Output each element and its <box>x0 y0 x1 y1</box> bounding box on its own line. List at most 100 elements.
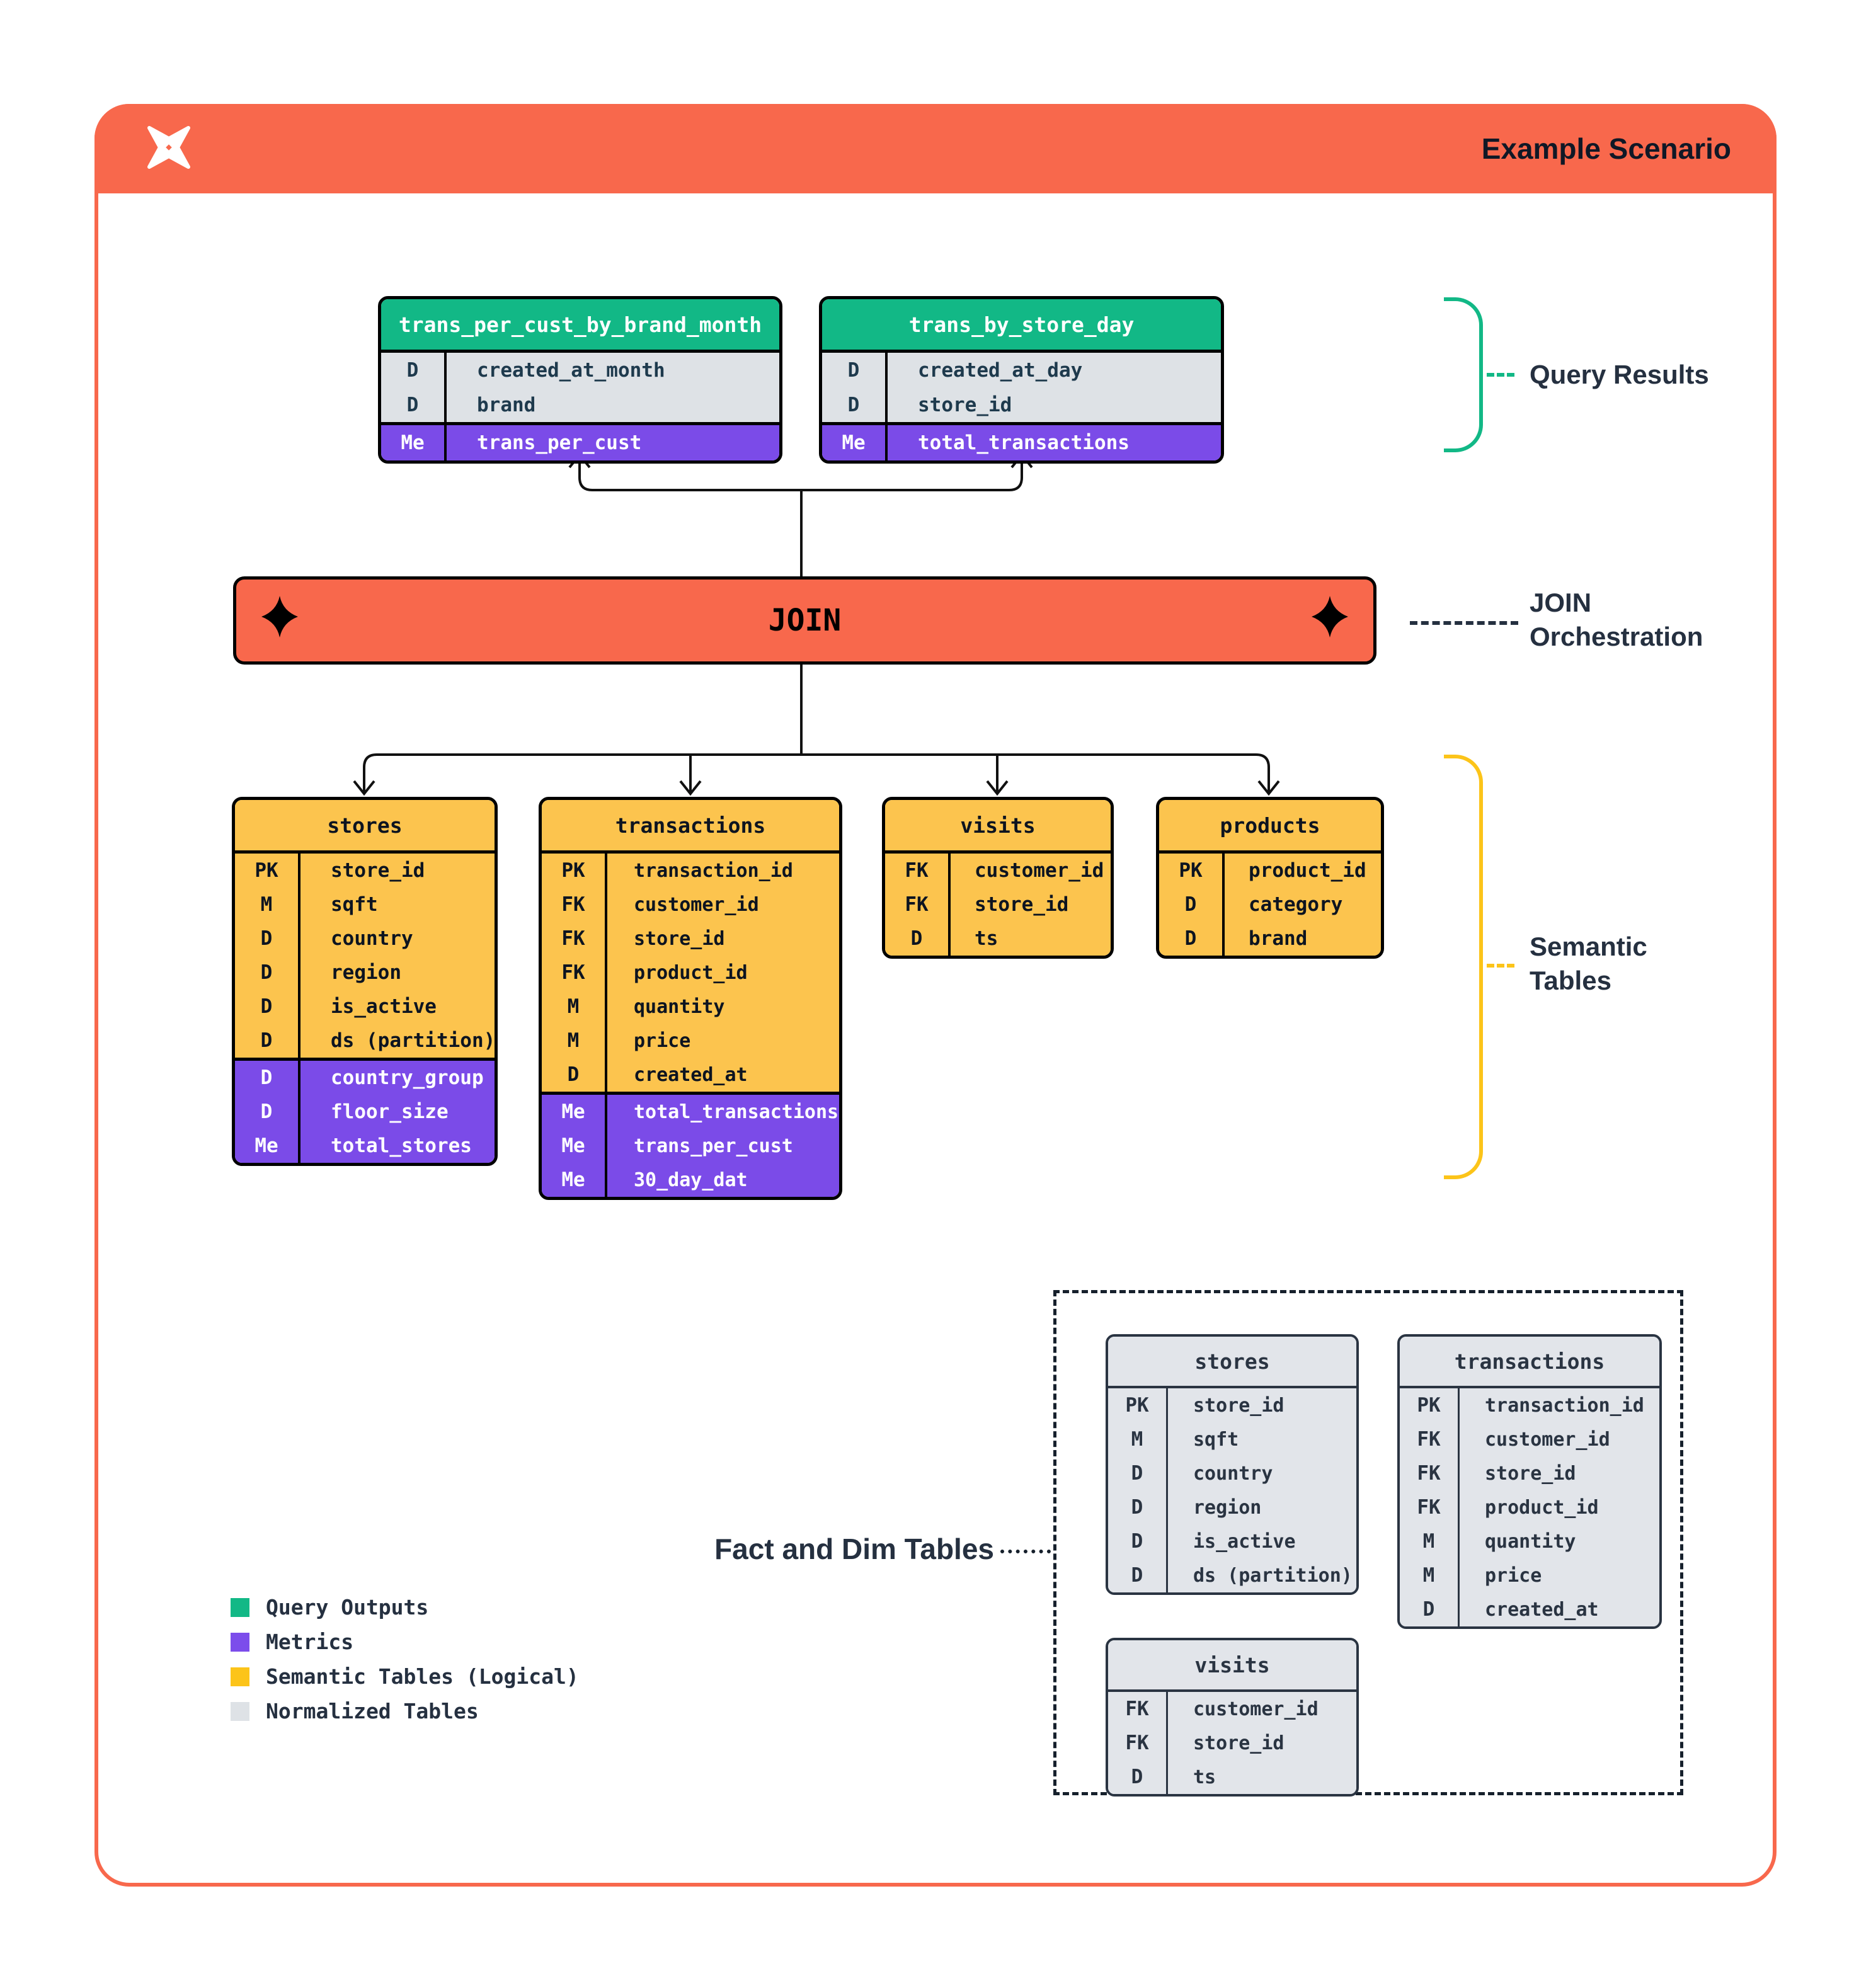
row-field: ds (partition) <box>1193 1564 1353 1587</box>
query-results-connector <box>1487 373 1514 377</box>
row-key: M <box>235 888 300 922</box>
table-header: trans_per_cust_by_brand_month <box>381 299 779 353</box>
row-key: D <box>235 1061 300 1095</box>
table-row: D ts <box>1108 1760 1356 1794</box>
row-field: store_id <box>331 859 425 882</box>
table-row: D created_at_month <box>381 353 779 387</box>
row-key: FK <box>1400 1456 1460 1490</box>
table-row: M price <box>542 1024 839 1058</box>
row-field: customer_id <box>1193 1698 1319 1720</box>
table-row: FK store_id <box>1400 1456 1659 1490</box>
row-key: M <box>1400 1558 1460 1592</box>
table-row: Me 30_day_dat <box>542 1163 839 1197</box>
table-row: PK transaction_id <box>542 854 839 888</box>
row-field: brand <box>477 393 536 416</box>
table-header: stores <box>235 800 495 854</box>
row-key: FK <box>542 922 607 956</box>
table-row: FK product_id <box>1400 1490 1659 1524</box>
table-header: stores <box>1108 1337 1356 1388</box>
row-key: FK <box>1400 1490 1460 1524</box>
row-field: store_id <box>918 393 1012 416</box>
row-field: sqft <box>1193 1428 1239 1451</box>
table-row: M sqft <box>235 888 495 922</box>
row-key: D <box>381 387 447 422</box>
legend: Query Outputs Metrics Semantic Tables (L… <box>231 1590 579 1728</box>
legend-item: Query Outputs <box>231 1590 579 1625</box>
table-row: D country <box>1108 1456 1356 1490</box>
row-key: FK <box>542 956 607 990</box>
row-field: region <box>1193 1496 1262 1519</box>
row-field: created_at <box>634 1063 748 1086</box>
row-key: D <box>381 353 447 387</box>
metric-rows: Me total_transactions <box>822 422 1221 460</box>
row-key: PK <box>1108 1388 1168 1422</box>
row-field: created_at_day <box>918 358 1083 382</box>
row-key: D <box>235 990 300 1024</box>
legend-label: Query Outputs <box>266 1595 429 1620</box>
dimension-rows: D created_at_month D brand <box>381 353 779 422</box>
row-field: country <box>1193 1462 1273 1485</box>
row-key: FK <box>885 854 951 888</box>
table-header: visits <box>1108 1640 1356 1692</box>
table-row: FK store_id <box>542 922 839 956</box>
row-key: D <box>235 922 300 956</box>
row-field: ts <box>975 927 998 950</box>
sparkle-diamond-icon <box>1312 596 1348 645</box>
table-row: M price <box>1400 1558 1659 1592</box>
table-row: PK product_id <box>1159 854 1381 888</box>
card-header: Example Scenario <box>94 104 1777 193</box>
row-field: store_id <box>1485 1462 1576 1485</box>
row-key: D <box>822 353 888 387</box>
row-key: D <box>1159 922 1225 956</box>
row-field: region <box>331 961 401 984</box>
query-result-table-trans-by-store-day: trans_by_store_day D created_at_day D st… <box>819 296 1224 464</box>
row-field: product_id <box>634 961 748 984</box>
table-row: FK store_id <box>885 888 1111 922</box>
row-field: created_at <box>1485 1598 1599 1621</box>
semantic-table-transactions: transactions PK transaction_id FK custom… <box>539 797 842 1200</box>
metric-rows: Me total_transactions Me trans_per_cust … <box>542 1092 839 1197</box>
legend-swatch-icon <box>231 1632 249 1652</box>
semantic-table-visits: visits FK customer_id FK store_id D ts <box>882 797 1114 959</box>
row-field: store_id <box>975 893 1069 916</box>
table-header: visits <box>885 800 1111 854</box>
table-name: visits <box>1194 1652 1270 1677</box>
table-name: products <box>1220 813 1320 838</box>
row-field: total_transactions <box>634 1100 839 1123</box>
table-row: D country_group <box>235 1058 495 1095</box>
legend-swatch-icon <box>231 1667 249 1686</box>
row-field: 30_day_dat <box>634 1168 748 1191</box>
table-row: D store_id <box>822 387 1221 422</box>
table-row: D is_active <box>235 990 495 1024</box>
row-key: Me <box>822 425 888 460</box>
table-row: D created_at <box>542 1058 839 1092</box>
table-row: D ds (partition) <box>1108 1558 1356 1592</box>
page-title: Example Scenario <box>1481 132 1731 165</box>
row-field: total_transactions <box>918 431 1130 454</box>
attribute-rows: PK store_id M sqft D country D region <box>235 854 495 1058</box>
semantic-table-stores: stores PK store_id M sqft D country <box>232 797 498 1166</box>
row-key: FK <box>1108 1726 1168 1760</box>
table-name: stores <box>327 813 403 838</box>
row-field: total_stores <box>331 1134 472 1157</box>
row-field: transaction_id <box>634 859 793 882</box>
row-key: D <box>542 1058 607 1092</box>
row-field: transaction_id <box>1485 1394 1644 1417</box>
legend-label: Normalized Tables <box>266 1699 479 1723</box>
query-results-label: Query Results <box>1530 360 1709 389</box>
row-field: price <box>1485 1564 1542 1587</box>
table-row: FK customer_id <box>542 888 839 922</box>
row-field: store_id <box>1193 1732 1285 1754</box>
sparkle-diamond-icon <box>261 596 298 645</box>
row-field: customer_id <box>634 893 759 916</box>
dimension-rows: D created_at_day D store_id <box>822 353 1221 422</box>
row-key: Me <box>235 1129 300 1163</box>
query-result-table-trans-per-cust-by-brand-month: trans_per_cust_by_brand_month D created_… <box>378 296 782 464</box>
row-key: D <box>1108 1456 1168 1490</box>
row-field: brand <box>1249 927 1308 950</box>
row-field: trans_per_cust <box>634 1134 793 1157</box>
semantic-tables-connector <box>1487 964 1514 968</box>
attribute-rows: PK store_id M sqft D country D region <box>1108 1388 1356 1592</box>
row-key: PK <box>1400 1388 1460 1422</box>
row-field: ts <box>1193 1766 1216 1788</box>
